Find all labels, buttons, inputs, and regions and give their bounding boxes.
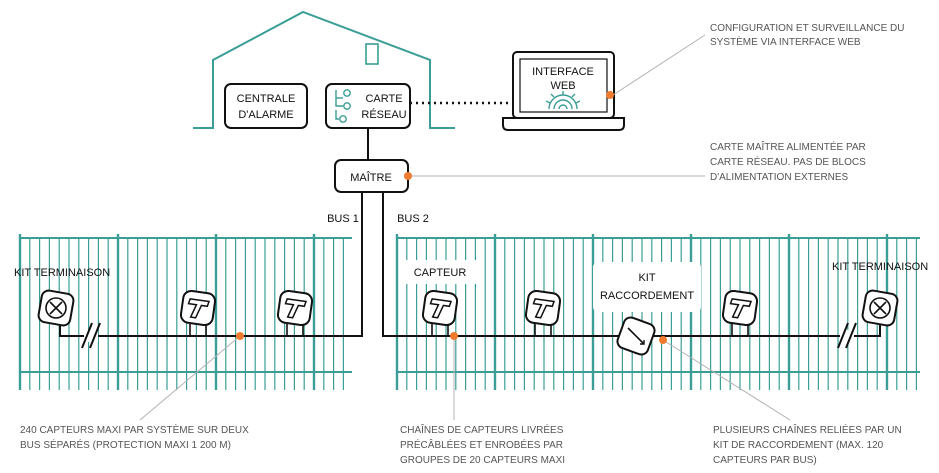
alarm-central-box: CENTRALE D'ALARME xyxy=(224,83,308,129)
network-nodes-icon xyxy=(335,89,351,123)
sensor-icon xyxy=(421,289,459,337)
sensor-icon xyxy=(179,289,217,337)
sensor-icon xyxy=(524,289,562,337)
bus-2-label: BUS 2 xyxy=(397,213,429,225)
sensor-label: CAPTEUR xyxy=(414,267,467,279)
callout-dots xyxy=(236,91,667,344)
kit-connection-label-line1: KIT xyxy=(638,272,655,284)
master-note-line2: CARTE RÉSEAU. PAS DE BLOCS xyxy=(710,155,866,168)
cable-break-left xyxy=(81,322,101,349)
house-outline xyxy=(193,10,455,129)
web-note-line1: CONFIGURATION ET SURVEILLANCE DU xyxy=(710,23,904,34)
master-note-line3: D'ALIMENTATION EXTERNES xyxy=(710,172,849,183)
kit-termination-left xyxy=(37,289,75,327)
kit-termination-left-label: KIT TERMINAISON xyxy=(14,267,110,279)
bottom-center-note-line2: PRÉCÂBLÉES ET ENROBÉES PAR xyxy=(400,438,563,451)
sensor-group xyxy=(179,289,759,337)
web-note-line2: SYSTÈME VIA INTERFACE WEB xyxy=(710,35,861,48)
sensor-icon xyxy=(721,289,759,337)
network-card-box: CARTE RÉSEAU xyxy=(325,83,411,129)
callout-lines xyxy=(139,34,791,421)
bottom-left-note-line1: 240 CAPTEURS MAXI PAR SYSTÈME SUR DEUX xyxy=(20,423,249,436)
kit-termination-right xyxy=(861,289,899,327)
bottom-right-note-line3: CAPTEURS PAR BUS) xyxy=(713,455,817,466)
gear-icon xyxy=(545,91,581,110)
cable-break-right xyxy=(837,322,857,349)
bottom-left-note-line2: BUS SÉPARÉS (PROTECTION MAXI 1 200 M) xyxy=(20,438,231,451)
sensor-icon xyxy=(276,289,314,337)
network-card-label-line2: RÉSEAU xyxy=(361,108,406,121)
kit-connection-label-line2: RACCORDEMENT xyxy=(600,290,694,302)
web-interface-label-line2: WEB xyxy=(550,80,575,92)
master-box: MAÎTRE xyxy=(334,159,409,193)
bottom-right-note-line2: KIT DE RACCORDEMENT (MAX. 120 xyxy=(713,440,884,451)
kit-termination-right-label: KIT TERMINAISON xyxy=(832,261,928,273)
laptop-icon: INTERFACE WEB xyxy=(502,51,625,131)
web-interface-label-line1: INTERFACE xyxy=(532,66,594,78)
alarm-central-label-line2: D'ALARME xyxy=(238,109,293,121)
network-card-label-line1: CARTE xyxy=(365,93,402,105)
bottom-center-note-line3: GROUPES DE 20 CAPTEURS MAXI xyxy=(400,455,565,466)
sensor-label-bg xyxy=(400,260,482,284)
kit-connection xyxy=(616,316,656,356)
fence-panels xyxy=(18,234,920,390)
master-note-line1: CARTE MAÎTRE ALIMENTÉE PAR xyxy=(710,140,866,153)
bottom-right-note-line1: PLUSIEURS CHAÎNES RELIÉES PAR UN xyxy=(713,423,902,436)
alarm-central-label-line1: CENTRALE xyxy=(237,93,296,105)
bottom-center-note-line1: CHAÎNES DE CAPTEURS LIVRÉES xyxy=(400,423,564,436)
bus-1-label: BUS 1 xyxy=(327,213,359,225)
kit-connection-label-bg xyxy=(593,262,701,312)
master-label: MAÎTRE xyxy=(350,171,392,184)
